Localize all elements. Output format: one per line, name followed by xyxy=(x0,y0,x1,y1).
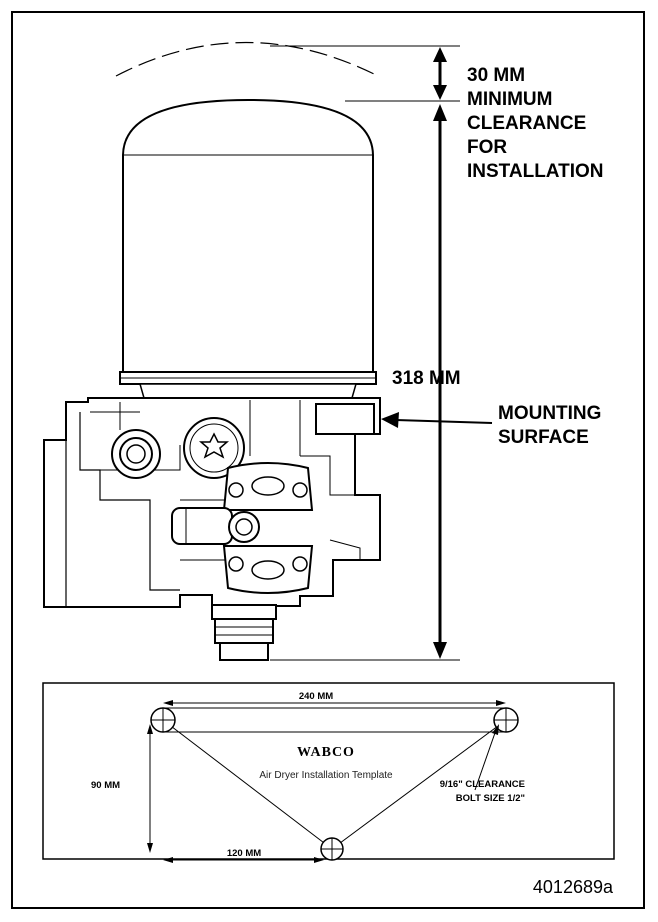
clearance-dimension-arrow xyxy=(433,47,447,100)
mounting-hole xyxy=(493,707,519,733)
height-dimension-label: 318 MM xyxy=(392,368,461,389)
template-offset-label: 120 MM xyxy=(227,848,261,859)
clearance-arc xyxy=(115,42,379,77)
mounting-hole xyxy=(320,837,344,861)
wabco-logo: WABCO xyxy=(297,745,355,760)
clearance-dimension-label: 30 MM xyxy=(467,65,525,86)
clearance-label-line-1: MINIMUM xyxy=(467,89,552,110)
template-title: Air Dryer Installation Template xyxy=(259,770,393,781)
template-width-label: 240 MM xyxy=(299,691,333,702)
height-dimension-arrow xyxy=(433,104,447,659)
hole-note-line-1: 9/16" CLEARANCE xyxy=(440,779,525,790)
page-frame xyxy=(11,11,645,909)
mounting-label-line-2: SURFACE xyxy=(498,427,589,448)
clearance-label-line-2: CLEARANCE xyxy=(467,113,586,134)
clearance-label-line-3: FOR xyxy=(467,137,507,158)
installation-template xyxy=(42,682,615,863)
figure-number: 4012689a xyxy=(533,877,614,897)
mounting-label-line-1: MOUNTING xyxy=(498,403,601,424)
dryer-cartridge xyxy=(119,98,377,399)
mounting-arrow xyxy=(381,412,493,428)
template-height-label: 90 MM xyxy=(91,780,120,791)
dryer-valve-body xyxy=(43,397,381,661)
mounting-hole xyxy=(150,707,176,733)
hole-note-line-2: BOLT SIZE 1/2" xyxy=(456,793,525,804)
clearance-label-line-4: INSTALLATION xyxy=(467,161,604,182)
